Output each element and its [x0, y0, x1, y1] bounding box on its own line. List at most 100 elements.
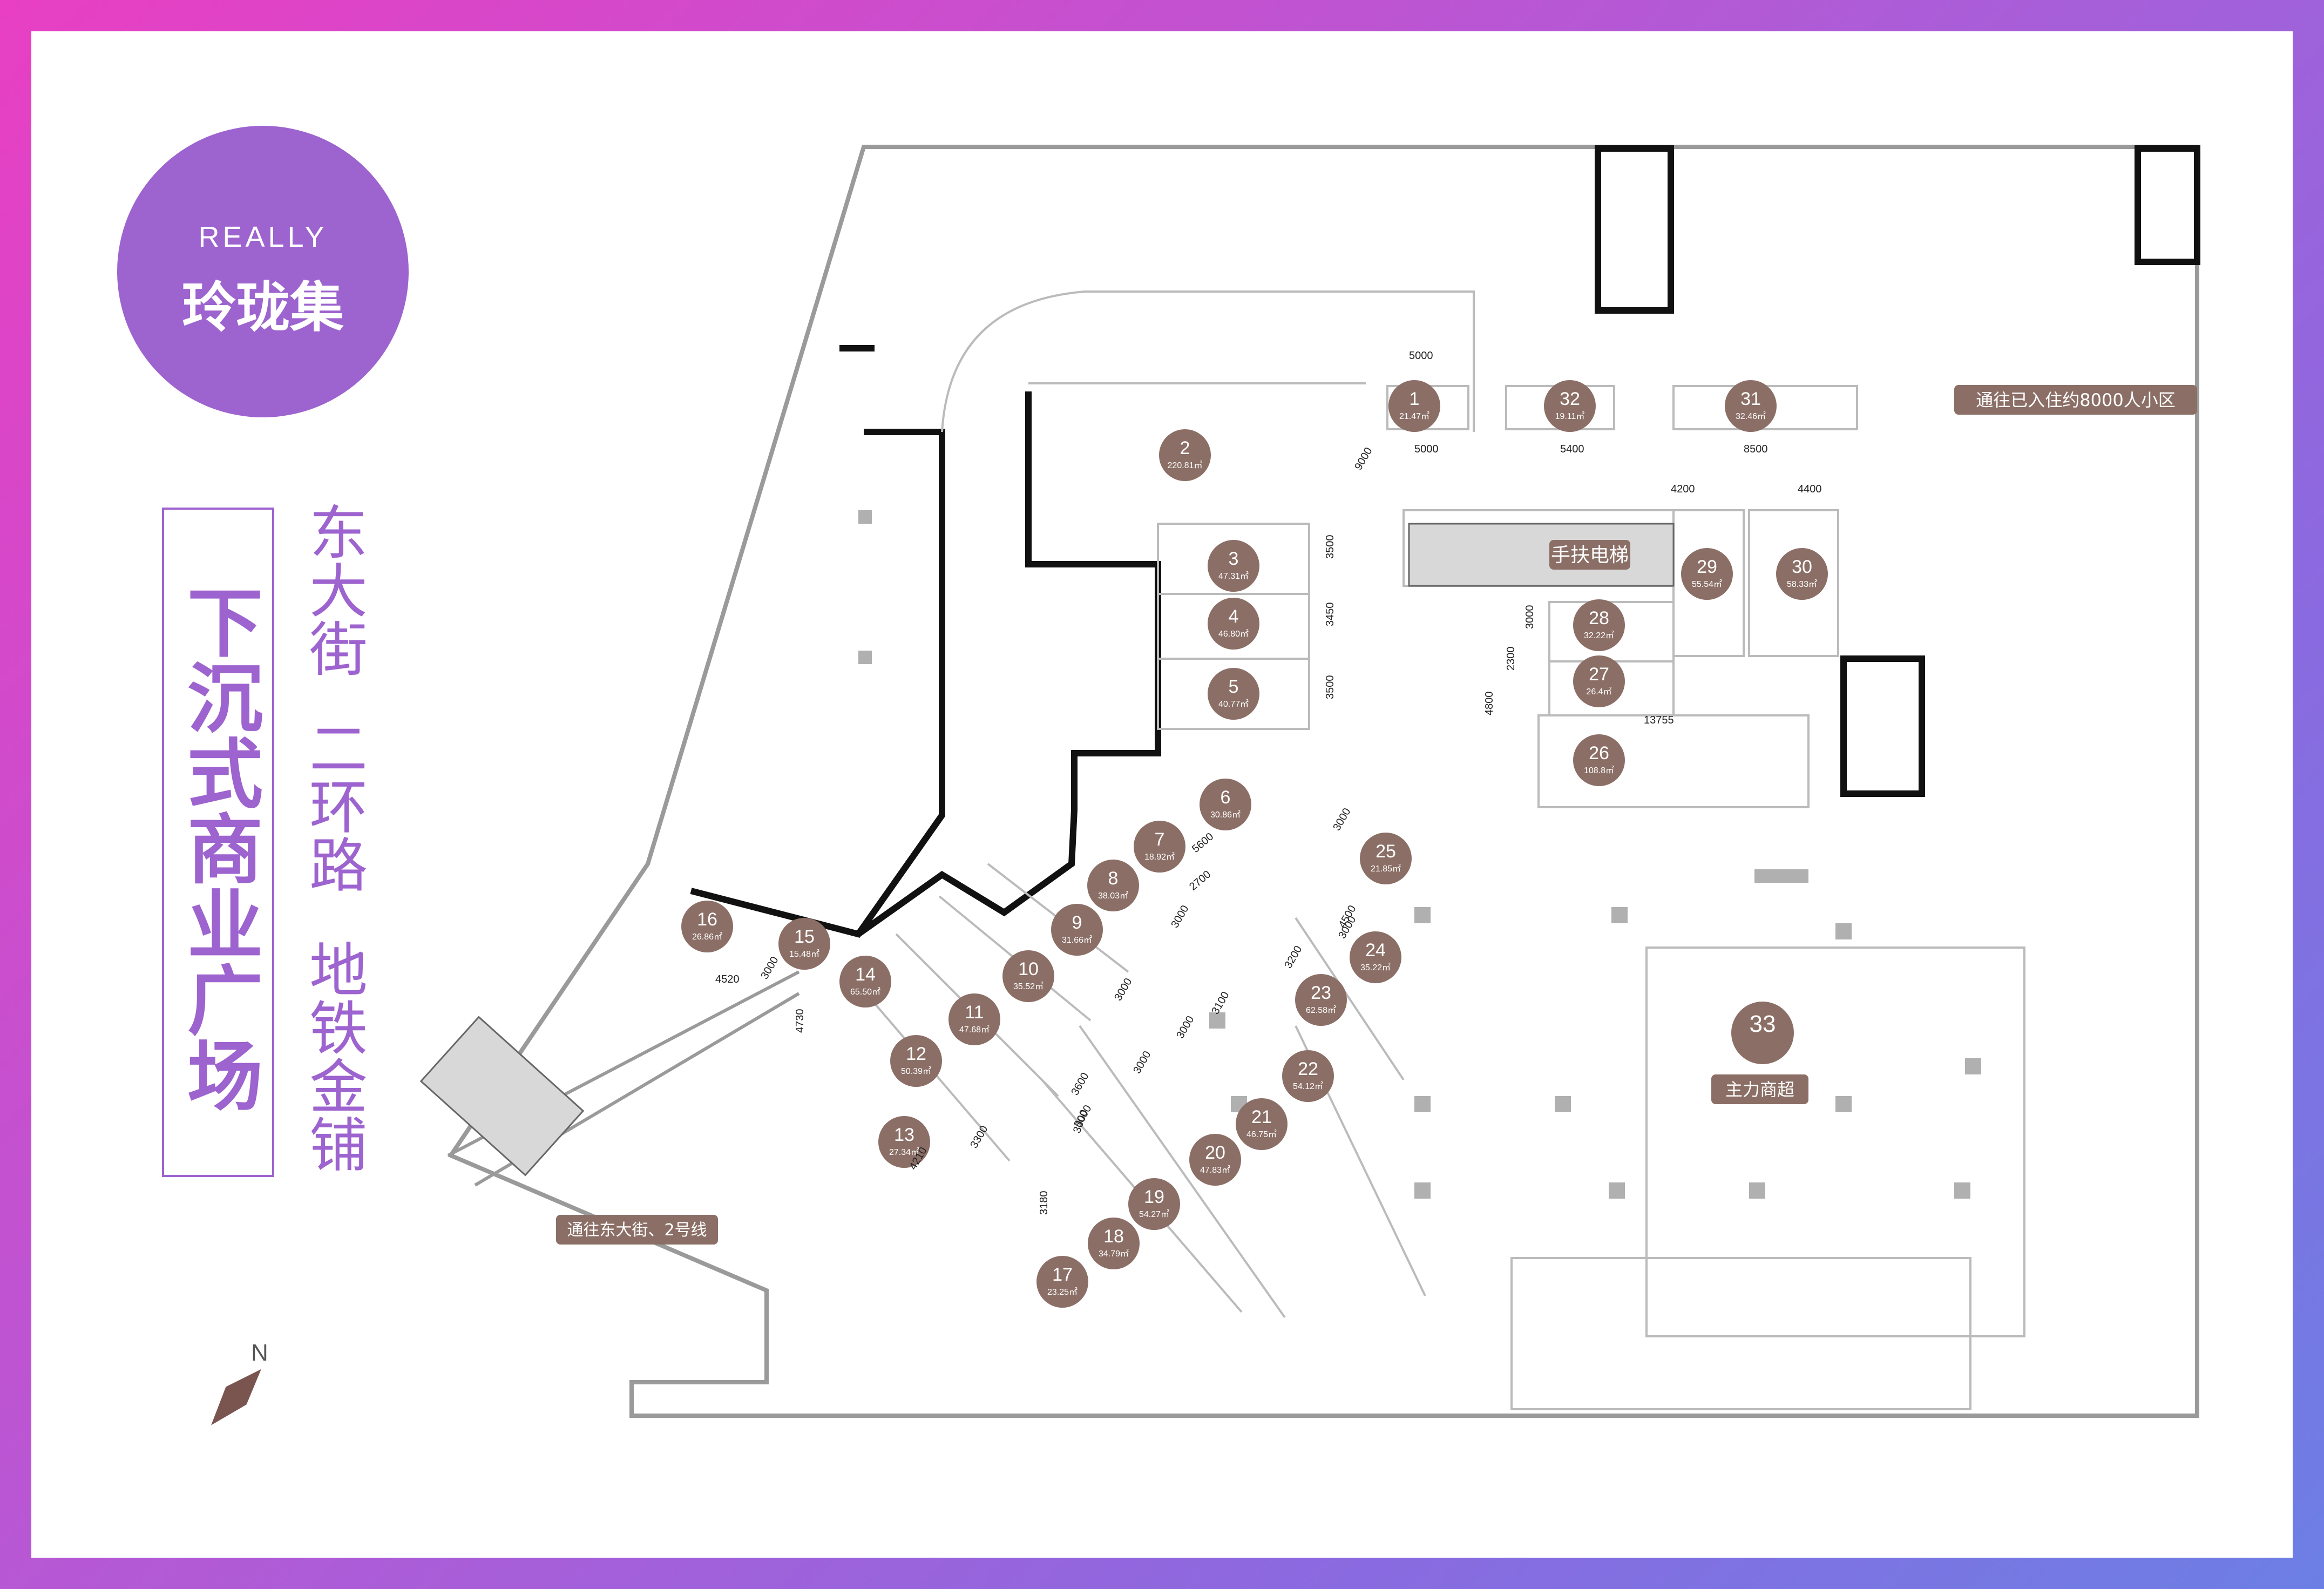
unit-area: 26.4㎡: [1586, 687, 1611, 697]
unit-marker-circle: [1087, 860, 1139, 911]
unit-5[interactable]: 540.77㎡: [1208, 668, 1259, 720]
unit-area: 21.47㎡: [1399, 411, 1429, 421]
unit-number: 28: [1589, 608, 1609, 628]
unit-22[interactable]: 22 54.12㎡: [1282, 1050, 1334, 1102]
unit-area: 47.83㎡: [1200, 1165, 1230, 1175]
unit-area: 50.39㎡: [901, 1066, 931, 1076]
unit-7[interactable]: 7 18.92㎡: [1134, 821, 1185, 873]
unit-area: 32.22㎡: [1584, 631, 1614, 640]
title-panel: 下沉式商业广场: [162, 508, 274, 1177]
unit-number: 22: [1298, 1059, 1318, 1079]
unit-number: 3: [1229, 549, 1239, 569]
unit-6[interactable]: 630.86㎡: [1200, 779, 1251, 830]
unit-area: 23.25㎡: [1047, 1287, 1078, 1297]
unit-area: 38.03㎡: [1098, 891, 1128, 901]
unit-number: 33: [1750, 1011, 1776, 1037]
unit-number: 6: [1221, 787, 1231, 808]
unit-number: 8: [1108, 868, 1119, 889]
unit-area: 26.86㎡: [692, 932, 722, 942]
unit-28[interactable]: 28 32.22㎡: [1573, 599, 1625, 651]
unit-3[interactable]: 347.31㎡: [1208, 540, 1259, 592]
unit-area: 46.75㎡: [1246, 1130, 1277, 1139]
dimension-label: 4800: [1483, 692, 1495, 716]
unit-marker-circle: [778, 918, 830, 970]
dimension-label: 3000: [758, 955, 781, 982]
unit-number: 14: [855, 964, 876, 985]
unit-number: 9: [1072, 912, 1082, 933]
unit-8[interactable]: 8 38.03㎡: [1087, 860, 1139, 911]
unit-32[interactable]: 32 19.11㎡: [1544, 380, 1596, 432]
unit-marker-circle: [1350, 931, 1401, 983]
unit-4[interactable]: 446.80㎡: [1208, 598, 1259, 650]
dimension-label: 5400: [1560, 443, 1584, 455]
dimension-label: 3600: [1069, 1071, 1091, 1098]
unit-marker-circle: [1776, 548, 1828, 600]
dimension-label: 3000: [1331, 806, 1353, 833]
unit-marker-circle: [1573, 734, 1625, 786]
unit-marker-circle: [681, 901, 733, 952]
dimension-label: 9000: [1352, 445, 1374, 472]
unit-number: 32: [1560, 389, 1580, 409]
dimension-label: 3000: [1071, 1108, 1090, 1134]
unit-number: 5: [1229, 677, 1239, 697]
unit-16[interactable]: 16 26.86㎡: [681, 901, 733, 952]
escalator-label: 手扶电梯: [1551, 544, 1629, 566]
dimension-label: 3000: [1169, 903, 1191, 930]
unit-marker-circle: [1208, 598, 1259, 650]
brand-logo: REALLY 玲珑集: [117, 126, 409, 417]
unit-number: 4: [1229, 606, 1239, 627]
unit-marker-circle: [1731, 1002, 1794, 1064]
unit-1[interactable]: 121.47㎡: [1388, 380, 1440, 432]
logo-chinese: 玲珑集: [182, 276, 344, 339]
logo-english: REALLY: [198, 221, 328, 253]
dimension-label: 2300: [1505, 647, 1517, 671]
unit-area: 54.12㎡: [1293, 1081, 1323, 1091]
dimension-label: 4520: [715, 973, 740, 985]
dimension-label: 4400: [1798, 483, 1822, 495]
unit-area: 18.92㎡: [1144, 852, 1175, 862]
unit-marker-circle: [1200, 779, 1251, 830]
unit-area: 15.48㎡: [789, 949, 819, 959]
unit-area: 19.11㎡: [1555, 411, 1585, 421]
unit-marker-circle: [1208, 668, 1259, 720]
unit-number: 7: [1155, 829, 1165, 850]
unit-number: 24: [1365, 940, 1386, 961]
unit-marker-circle: [1573, 599, 1625, 651]
unit-number: 16: [697, 909, 717, 930]
dimension-label: 3000: [1131, 1049, 1153, 1076]
dimension-label: 4730: [794, 1009, 806, 1033]
unit-9[interactable]: 9 31.66㎡: [1051, 904, 1103, 956]
unit-number: 30: [1792, 557, 1812, 577]
escalator-label-box: [1549, 540, 1630, 570]
unit-area: 31.66㎡: [1062, 935, 1092, 945]
unit-marker-circle: [890, 1035, 942, 1087]
unit-marker-circle: [1036, 1256, 1088, 1308]
subtitle-metro: 地铁金铺: [300, 939, 367, 1173]
unit-number: 10: [1018, 959, 1039, 979]
supermarket-label: 主力商超: [1725, 1079, 1794, 1100]
interior-walls: [846, 290, 2025, 1410]
